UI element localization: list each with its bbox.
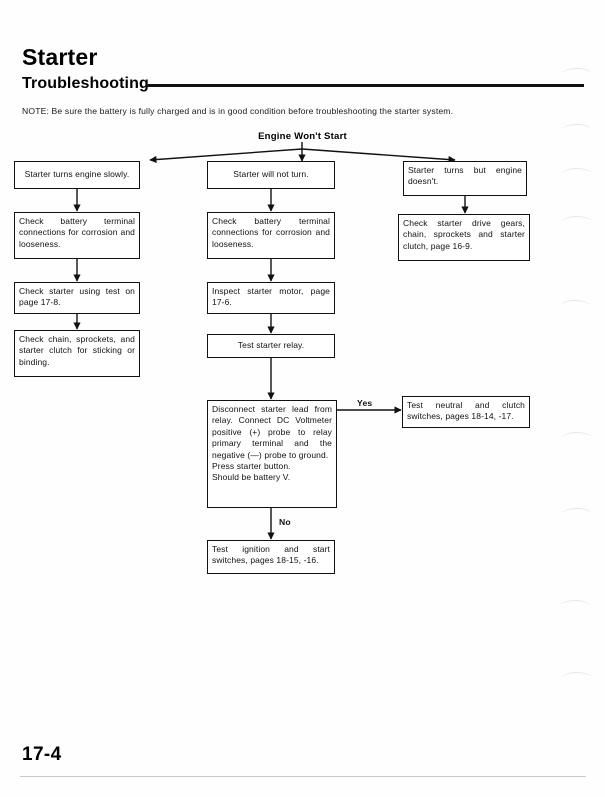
flow-node-decision-line1: Disconnect starter lead from relay. Conn… xyxy=(212,404,332,460)
section-heading-label: Troubleshooting xyxy=(22,75,149,92)
scan-artifact xyxy=(562,432,592,445)
flow-node-mid-4: Test starter relay. xyxy=(207,334,335,358)
flow-node-mid-1-label: Starter will not turn. xyxy=(233,169,309,180)
branch-label-yes: Yes xyxy=(357,398,373,408)
section-heading: Troubleshooting xyxy=(22,74,584,96)
flow-node-left-1-label: Starter turns engine slowly. xyxy=(24,169,130,180)
flow-node-left-1: Starter turns engine slowly. xyxy=(14,161,140,189)
branch-label-no: No xyxy=(279,517,291,527)
flow-node-yes-target-label: Test neutral and clutch switches, pages … xyxy=(407,400,525,422)
scan-artifact xyxy=(562,508,592,521)
flow-node-right-1-label: Starter turns but engine doesn't. xyxy=(408,165,522,187)
page-title: Starter xyxy=(22,44,98,70)
flow-node-left-2: Check battery terminal connections for c… xyxy=(14,212,140,259)
footer-rule xyxy=(20,776,586,777)
page-number: 17-4 xyxy=(22,744,62,765)
flow-node-mid-1: Starter will not turn. xyxy=(207,161,335,189)
flow-node-mid-6-label: Test ignition and start switches, pages … xyxy=(212,544,330,566)
flow-node-left-2-label: Check battery terminal connections for c… xyxy=(19,216,135,249)
heading-rule xyxy=(146,84,584,87)
flow-node-decision-line3: Should be battery V. xyxy=(212,472,291,483)
flow-node-mid-4-label: Test starter relay. xyxy=(237,340,305,351)
scan-artifact xyxy=(560,300,590,313)
flow-node-decision-line2: Press starter button. xyxy=(212,461,291,472)
flow-node-left-3-label: Check starter using test on page 17-8. xyxy=(19,286,135,308)
flow-node-right-1: Starter turns but engine doesn't. xyxy=(403,161,527,196)
flow-node-mid-3: Inspect starter motor, page 17-6. xyxy=(207,282,335,314)
flow-node-right-2: Check starter drive gears, chain, sprock… xyxy=(398,214,530,261)
scan-artifact xyxy=(562,168,592,181)
scan-artifact xyxy=(562,216,592,229)
flow-root-label: Engine Won't Start xyxy=(258,131,347,142)
flow-node-left-4-label: Check chain, sprockets, and starter clut… xyxy=(19,334,135,367)
flow-node-mid-3-label: Inspect starter motor, page 17-6. xyxy=(212,286,330,308)
flow-node-decision: Disconnect starter lead from relay. Conn… xyxy=(207,400,337,508)
flow-node-mid-2-label: Check battery terminal connections for c… xyxy=(212,216,330,249)
flow-node-mid-2: Check battery terminal connections for c… xyxy=(207,212,335,259)
flow-node-left-3: Check starter using test on page 17-8. xyxy=(14,282,140,314)
flow-node-mid-6: Test ignition and start switches, pages … xyxy=(207,540,335,574)
note-text: NOTE: Be sure the battery is fully charg… xyxy=(22,106,454,116)
flow-node-left-4: Check chain, sprockets, and starter clut… xyxy=(14,330,140,377)
scan-artifact xyxy=(562,68,592,81)
flow-node-right-2-label: Check starter drive gears, chain, sprock… xyxy=(403,218,525,251)
scan-artifact xyxy=(560,600,590,613)
scan-artifact xyxy=(562,672,592,685)
flow-node-yes-target: Test neutral and clutch switches, pages … xyxy=(402,396,530,428)
scan-artifact xyxy=(562,124,592,137)
